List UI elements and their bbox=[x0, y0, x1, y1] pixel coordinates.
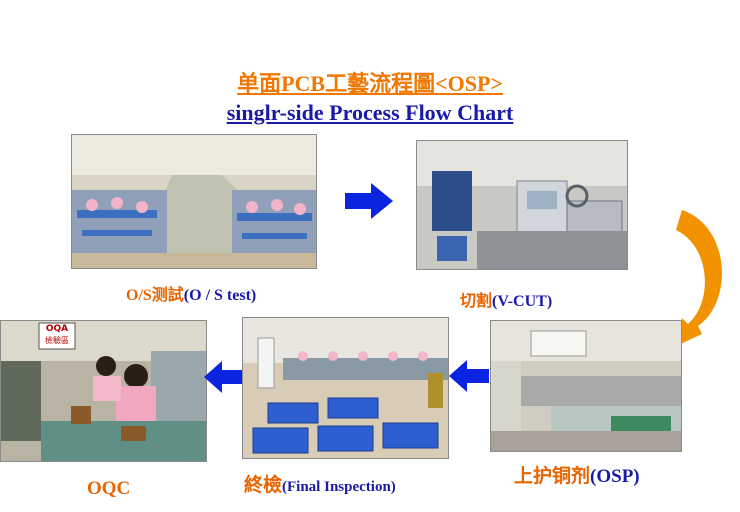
photo-v-cut bbox=[416, 140, 628, 270]
arrow-left-2-icon bbox=[449, 360, 489, 392]
title-english: singlr-side Process Flow Chart bbox=[226, 100, 514, 125]
caption-os-test-en: (O / S test) bbox=[183, 287, 257, 304]
caption-v-cut-cn: 切割 bbox=[460, 293, 493, 310]
photo-final-inspection bbox=[242, 317, 449, 459]
oqa-sign: OQA 檢驗區 bbox=[39, 323, 75, 349]
arrow-left-1-icon bbox=[204, 361, 244, 393]
photo-oqc: OQA 檢驗區 bbox=[0, 320, 207, 462]
title-chinese: 单面PCB工藝流程圖<OSP> bbox=[237, 71, 503, 96]
caption-oqc: OQC bbox=[87, 478, 130, 500]
oqa-sign-top: OQA bbox=[45, 324, 69, 334]
caption-final-en: (Final Inspection) bbox=[282, 479, 396, 495]
caption-os-test-cn: O/S测試 bbox=[126, 287, 184, 304]
arrow-right-1-icon bbox=[345, 183, 393, 219]
caption-osp-cn: 上护铜剂 bbox=[514, 466, 591, 487]
caption-final-cn: 終檢 bbox=[244, 475, 283, 496]
caption-v-cut: 切割(V-CUT) bbox=[460, 287, 552, 311]
caption-oqc-label: OQC bbox=[87, 478, 131, 499]
caption-osp: 上护铜剂(OSP) bbox=[514, 461, 640, 488]
photo-osp bbox=[490, 320, 682, 452]
caption-osp-en: (OSP) bbox=[590, 466, 640, 487]
caption-final-inspection: 終檢(Final Inspection) bbox=[244, 470, 396, 497]
caption-v-cut-en: (V-CUT) bbox=[492, 293, 553, 310]
photo-os-test bbox=[71, 134, 317, 269]
oqa-sign-bottom: 檢驗區 bbox=[45, 336, 69, 345]
caption-os-test: O/S测試(O / S test) bbox=[126, 281, 256, 305]
curved-arrow-down-icon bbox=[676, 210, 722, 346]
